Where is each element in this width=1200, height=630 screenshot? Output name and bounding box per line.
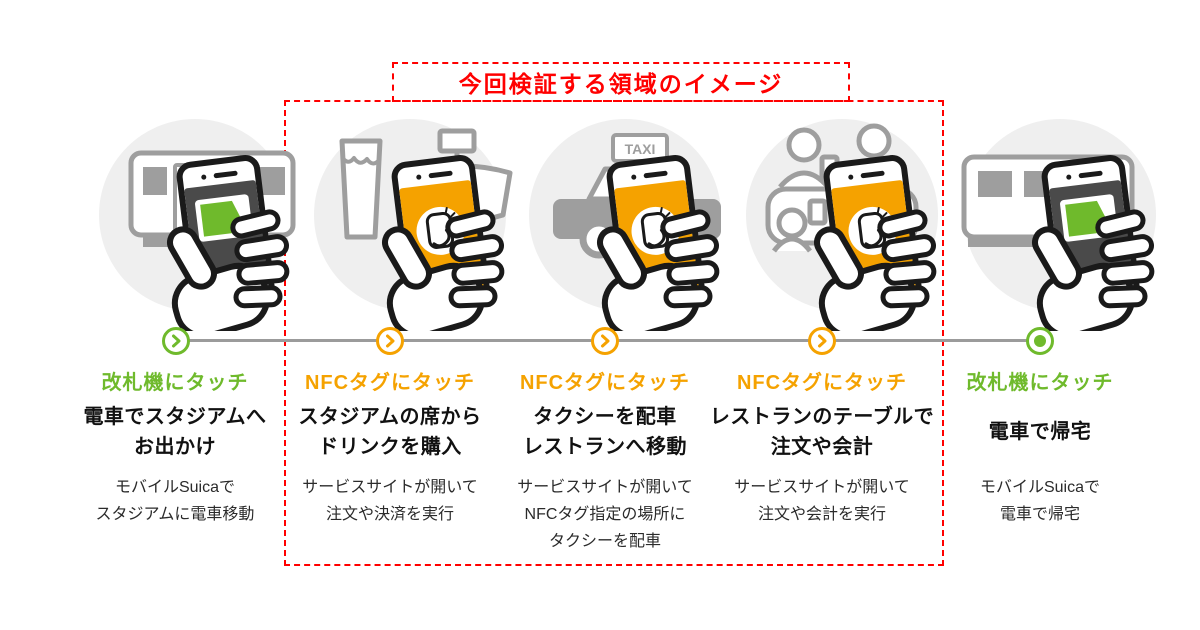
step-label: 改札機にタッチ: [966, 372, 1114, 394]
step-description: サービスサイトが開いて 注文や会計を実行: [734, 479, 910, 523]
step-title: 電車でスタジアムへ お出かけ: [83, 406, 267, 458]
step-label: NFCタグにタッチ: [736, 372, 908, 394]
taxi-sign-label: TAXI: [625, 141, 656, 157]
step-description: サービスサイトが開いて 注文や決済を実行: [302, 479, 478, 523]
step-marker-end: [1026, 327, 1054, 355]
step-title: スタジアムの席から ドリンクを購入: [298, 406, 482, 458]
step-column-stadium-drink: NFCタグにタッチ スタジアムの席から ドリンクを購入 サービスサイトが開いて …: [275, 100, 513, 570]
drink-stadium-nfc-phone-illustration: [314, 119, 513, 331]
end-dot-icon: [1034, 335, 1046, 347]
chevron-right-icon: [172, 334, 181, 348]
step-marker-chevron-4: [808, 327, 836, 355]
nfc-phone-in-hand-icon: [382, 155, 505, 331]
step-column-taxi: TAXI: [490, 100, 721, 570]
step-marker-chevron-3: [591, 327, 619, 355]
step-description: モバイルSuicaで スタジアムに電車移動: [95, 479, 255, 523]
nfc-phone-in-hand-icon: [814, 155, 937, 331]
step-label: NFCタグにタッチ: [304, 372, 476, 394]
step-marker-chevron-1: [162, 327, 190, 355]
suica-phone-in-hand-icon: [167, 155, 290, 331]
step-label: NFCタグにタッチ: [519, 372, 691, 394]
step-title: 電車で帰宅: [988, 421, 1092, 443]
step-label: 改札機にタッチ: [101, 372, 249, 394]
nfc-phone-in-hand-icon: [597, 155, 720, 331]
step-title: タクシーを配車 レストランへ移動: [523, 406, 687, 458]
step-column-depart-train: 改札機にタッチ 電車でスタジアムへ お出かけ モバイルSuicaで スタジアムに…: [60, 100, 296, 570]
chevron-right-icon: [386, 334, 395, 348]
train-suica-phone-illustration: [99, 119, 296, 331]
taxi-nfc-phone-illustration: TAXI: [529, 119, 721, 331]
step-title: レストランのテーブルで 注文や会計: [709, 406, 935, 458]
step-description: モバイルSuicaで 電車で帰宅: [979, 479, 1101, 523]
verification-region-title: 今回検証する領域のイメージ: [392, 62, 850, 102]
train-suica-phone-illustration: [961, 119, 1156, 331]
step-column-restaurant: NFCタグにタッチ レストランのテーブルで 注文や会計 サービスサイトが開いて …: [707, 100, 938, 570]
restaurant-nfc-phone-illustration: [746, 119, 938, 331]
step-column-return-train: 改札機にタッチ 電車で帰宅 モバイルSuicaで 電車で帰宅: [925, 100, 1156, 570]
chevron-right-icon: [601, 334, 610, 348]
chevron-right-icon: [818, 334, 827, 348]
step-description: サービスサイトが開いて NFCタグ指定の場所に タクシーを配車: [517, 479, 693, 550]
step-marker-chevron-2: [376, 327, 404, 355]
beer-cup-icon: [339, 138, 383, 240]
suica-phone-in-hand-icon: [1032, 155, 1155, 331]
